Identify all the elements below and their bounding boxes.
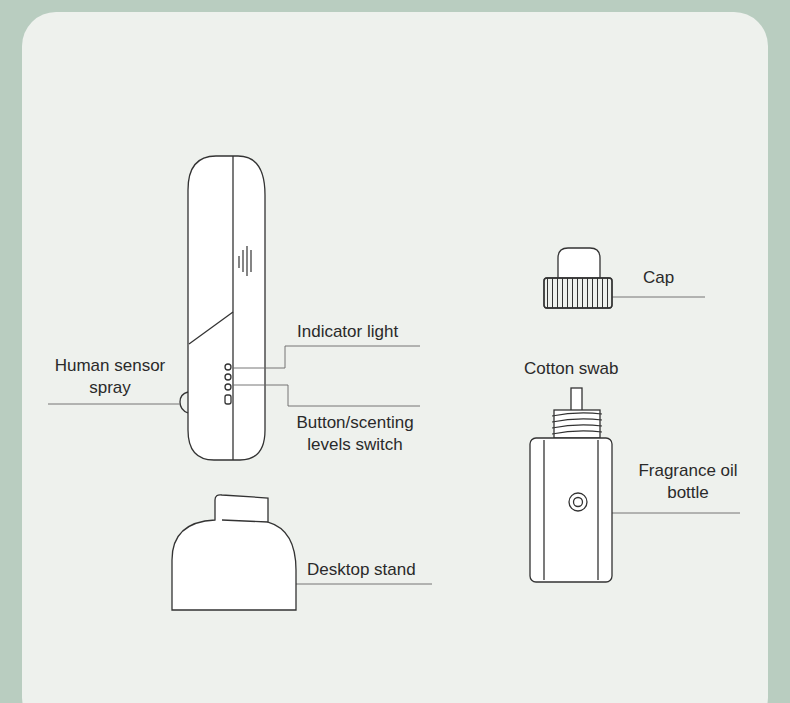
- part-label: Fragrance oil bottle: [628, 460, 748, 504]
- part-label: Indicator light: [297, 321, 437, 343]
- part-label: Button/scenting levels switch: [285, 412, 425, 456]
- part-label: Desktop stand: [307, 559, 447, 581]
- part-label: Human sensor spray: [40, 355, 180, 399]
- part-label: Cap: [643, 267, 703, 289]
- part-label: Cotton swab: [524, 358, 644, 380]
